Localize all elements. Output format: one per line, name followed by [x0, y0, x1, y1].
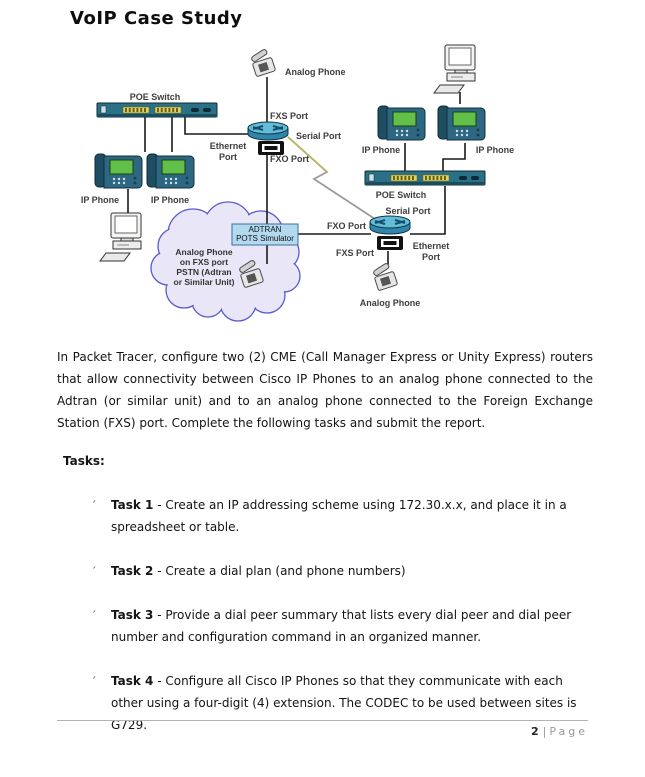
- serial-port-label: Serial Port: [385, 206, 430, 216]
- serial-link-lightning-icon: [287, 136, 376, 220]
- ip-phone-icon: [377, 105, 426, 141]
- ip-phone-label: IP Phone: [81, 195, 119, 205]
- fxs-port-label: FXS Port: [336, 248, 374, 258]
- task-text: Task 2 - Create a dial plan (and phone n…: [111, 564, 406, 578]
- ethernet-port-label: Port: [219, 152, 237, 162]
- ip-phone-icon: [94, 153, 143, 189]
- task-text: Task 1 - Create an IP addressing scheme …: [111, 498, 567, 534]
- analog-phone-icon: [250, 48, 277, 78]
- poe-switch-label: POE Switch: [376, 190, 427, 200]
- ip-phone-icon: [146, 153, 195, 189]
- adtran-label-line1: ADTRAN: [249, 225, 282, 234]
- analog-phone-icon: [372, 262, 399, 292]
- footer-separator: |: [542, 725, 547, 738]
- topology-canvas: ADTRAN POTS Simulator POE Switch Analog …: [81, 44, 514, 322]
- ip-phone-icon: [437, 105, 486, 141]
- svg-text:Analog Phone: Analog Phone: [175, 247, 232, 257]
- footer-page-word: Page: [549, 725, 588, 738]
- fxs-port-label: FXS Port: [270, 111, 308, 121]
- bullet-icon: ˊ: [91, 609, 97, 622]
- task-item: ˊ Task 3 - Provide a dial peer summary t…: [85, 604, 593, 648]
- bullet-icon: ˊ: [91, 675, 97, 688]
- fxo-module-icon: [258, 141, 284, 155]
- computer-icon: [99, 212, 142, 262]
- analog-phone-label: Analog Phone: [285, 67, 346, 77]
- tasks-heading: Tasks:: [63, 454, 105, 468]
- page-number: 2: [530, 725, 540, 738]
- ethernet-port-label: Ethernet: [210, 141, 247, 151]
- bullet-icon: ˊ: [91, 499, 97, 512]
- connection-lines: [127, 77, 466, 266]
- task-text: Task 3 - Provide a dial peer summary tha…: [111, 608, 572, 644]
- bullet-icon: ˊ: [91, 565, 97, 578]
- adtran-pots-simulator: ADTRAN POTS Simulator: [231, 223, 299, 246]
- cloud-caption: Analog Phone on FXS port PSTN (Adtran or…: [174, 247, 235, 287]
- task-item: ˊ Task 4 - Configure all Cisco IP Phones…: [85, 670, 593, 736]
- fxo-port-label: FXO Port: [327, 221, 366, 231]
- ip-phone-label: IP Phone: [362, 145, 400, 155]
- svg-text:or Similar Unit): or Similar Unit): [174, 277, 235, 287]
- poe-switch-icon: [363, 169, 487, 187]
- page-footer: 2|Page: [57, 720, 588, 738]
- network-topology-diagram: ADTRAN POTS Simulator POE Switch Analog …: [0, 0, 645, 340]
- svg-text:on FXS port: on FXS port: [180, 257, 228, 267]
- ethernet-port-label: Port: [422, 252, 440, 262]
- serial-port-label: Serial Port: [296, 131, 341, 141]
- task-list: ˊ Task 1 - Create an IP addressing schem…: [57, 494, 593, 736]
- task-item: ˊ Task 1 - Create an IP addressing schem…: [85, 494, 593, 538]
- fxo-module-icon: [377, 236, 403, 250]
- fxo-port-label: FXO Port: [270, 154, 309, 164]
- ip-phone-label: IP Phone: [151, 195, 189, 205]
- router-icon: [247, 121, 289, 141]
- task-text: Task 4 - Configure all Cisco IP Phones s…: [111, 674, 577, 732]
- poe-switch-icon: [95, 101, 219, 119]
- router-icon: [369, 215, 411, 235]
- document-body: In Packet Tracer, configure two (2) CME …: [57, 346, 593, 736]
- intro-paragraph: In Packet Tracer, configure two (2) CME …: [57, 350, 593, 430]
- task-item: ˊ Task 2 - Create a dial plan (and phone…: [85, 560, 593, 582]
- computer-icon: [433, 44, 476, 94]
- adtran-label-line2: POTS Simulator: [236, 234, 294, 243]
- poe-switch-label: POE Switch: [130, 92, 181, 102]
- analog-phone-label: Analog Phone: [360, 298, 421, 308]
- ethernet-port-label: Ethernet: [413, 241, 450, 251]
- page-title: VoIP Case Study: [70, 8, 243, 29]
- ip-phone-label: IP Phone: [476, 145, 514, 155]
- svg-text:PSTN (Adtran: PSTN (Adtran: [176, 267, 231, 277]
